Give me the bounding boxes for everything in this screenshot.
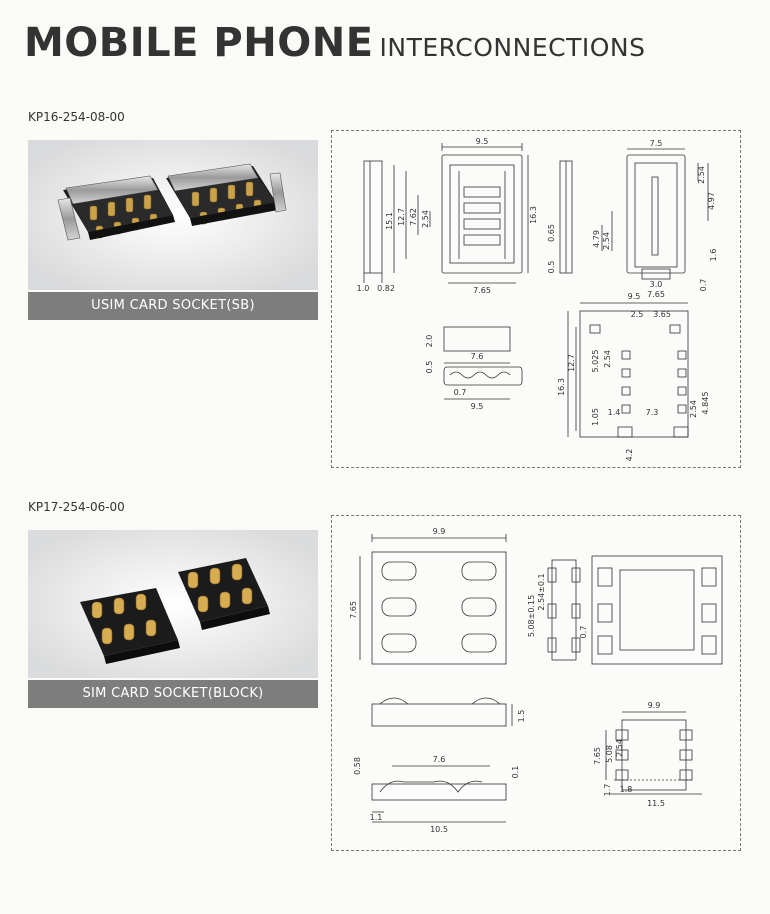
svg-text:4.97: 4.97 (707, 192, 716, 210)
drawing-box-1: 9.5 15.1 12.7 7.62 2.54 16.3 7.65 1.0 0.… (331, 130, 741, 468)
svg-text:9.5: 9.5 (471, 402, 484, 411)
svg-text:2.5: 2.5 (631, 310, 644, 319)
svg-text:1.1: 1.1 (370, 813, 383, 822)
caption-sim-socket: SIM CARD SOCKET(BLOCK) (28, 680, 318, 708)
svg-text:7.3: 7.3 (646, 408, 659, 417)
svg-text:0.5: 0.5 (547, 261, 556, 274)
drawing-box-2: 9.9 7.65 5.08±0.15 2.54±0.1 0.7 1.5 7.6 … (331, 515, 741, 851)
svg-text:7.62: 7.62 (409, 208, 418, 226)
technical-drawing-2: 9.9 7.65 5.08±0.15 2.54±0.1 0.7 1.5 7.6 … (349, 527, 723, 834)
svg-text:2.54: 2.54 (603, 350, 612, 368)
svg-text:1.05: 1.05 (591, 408, 600, 426)
svg-text:16.3: 16.3 (557, 378, 566, 396)
svg-text:4.79: 4.79 (592, 230, 601, 248)
sim-socket-photo (28, 530, 318, 678)
svg-text:2.54±0.1: 2.54±0.1 (537, 573, 546, 610)
svg-text:0.1: 0.1 (511, 766, 520, 779)
svg-text:4.845: 4.845 (701, 392, 710, 415)
part-number-1: KP16-254-08-00 (28, 110, 125, 124)
title-sub: INTERCONNECTIONS (379, 33, 646, 62)
svg-text:3.65: 3.65 (653, 310, 671, 319)
svg-text:2.54: 2.54 (615, 739, 624, 757)
usim-socket-photo (28, 140, 318, 290)
svg-text:9.5: 9.5 (476, 137, 489, 146)
svg-text:7.65: 7.65 (473, 286, 491, 295)
svg-text:9.5: 9.5 (628, 292, 641, 301)
svg-text:7.5: 7.5 (650, 139, 663, 148)
svg-text:9.9: 9.9 (433, 527, 446, 536)
dimension-labels-1: 9.5 15.1 12.7 7.62 2.54 16.3 7.65 1.0 0.… (357, 137, 718, 461)
svg-text:5.08±0.15: 5.08±0.15 (527, 595, 536, 637)
svg-text:0.5: 0.5 (425, 361, 434, 374)
svg-text:3.0: 3.0 (650, 280, 663, 289)
svg-text:7.6: 7.6 (471, 352, 484, 361)
svg-text:10.5: 10.5 (430, 825, 448, 834)
svg-text:1.6: 1.6 (709, 249, 718, 262)
svg-text:1.0: 1.0 (357, 284, 370, 293)
svg-text:2.54: 2.54 (421, 210, 430, 228)
svg-text:16.3: 16.3 (529, 206, 538, 224)
svg-text:1.8: 1.8 (620, 785, 633, 794)
svg-text:0.82: 0.82 (377, 284, 395, 293)
svg-text:11.5: 11.5 (647, 799, 665, 808)
svg-text:7.65: 7.65 (647, 290, 665, 299)
svg-text:0.7: 0.7 (579, 626, 588, 639)
svg-text:0.7: 0.7 (699, 279, 708, 292)
svg-text:12.7: 12.7 (397, 208, 406, 226)
svg-text:2.54: 2.54 (602, 232, 611, 250)
svg-text:0.65: 0.65 (547, 224, 556, 242)
svg-text:7.6: 7.6 (433, 755, 446, 764)
svg-text:2.54: 2.54 (697, 166, 706, 184)
svg-text:0.7: 0.7 (454, 388, 467, 397)
svg-text:5.025: 5.025 (591, 350, 600, 373)
title-main: MOBILE PHONE (24, 20, 374, 66)
svg-text:1.4: 1.4 (608, 408, 621, 417)
part-number-2: KP17-254-06-00 (28, 500, 125, 514)
svg-text:1.7: 1.7 (603, 784, 612, 797)
svg-text:2.54: 2.54 (689, 400, 698, 418)
svg-text:4.2: 4.2 (625, 449, 634, 462)
technical-drawing-1: 9.5 15.1 12.7 7.62 2.54 16.3 7.65 1.0 0.… (357, 137, 718, 461)
svg-text:9.9: 9.9 (648, 701, 661, 710)
svg-text:7.65: 7.65 (593, 747, 602, 765)
caption-usim-socket: USIM CARD SOCKET(SB) (28, 292, 318, 320)
svg-text:0.58: 0.58 (353, 757, 362, 775)
svg-text:15.1: 15.1 (385, 212, 394, 230)
svg-text:2.0: 2.0 (425, 335, 434, 348)
svg-text:12.7: 12.7 (567, 354, 576, 372)
svg-text:1.5: 1.5 (517, 710, 526, 723)
dimension-labels-2: 9.9 7.65 5.08±0.15 2.54±0.1 0.7 1.5 7.6 … (349, 527, 665, 834)
svg-text:5.08: 5.08 (605, 745, 614, 763)
svg-text:7.65: 7.65 (349, 601, 358, 619)
